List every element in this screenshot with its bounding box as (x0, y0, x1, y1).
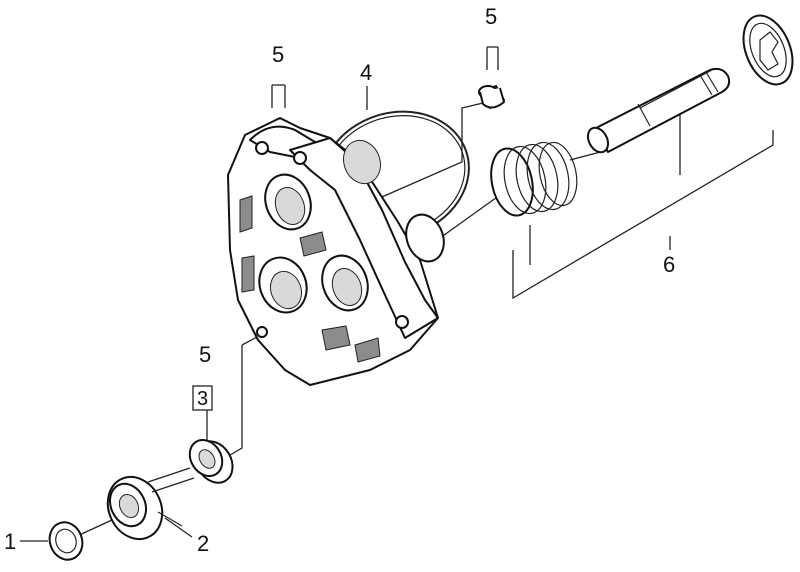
piston-rod (586, 67, 731, 154)
pump-housing (227, 117, 445, 386)
callout-part-5-housing: 5 (272, 42, 284, 67)
valve-holder (106, 467, 195, 541)
callout-part-5-nut: 5 (199, 342, 211, 367)
callout-part-6: 6 (663, 252, 675, 277)
retaining-washer (742, 14, 794, 86)
callout-part-1: 1 (4, 529, 16, 554)
callout-part-5-cap: 5 (485, 4, 497, 29)
spring (490, 141, 578, 217)
washer (48, 521, 84, 561)
cap (478, 85, 505, 109)
nut (188, 439, 234, 484)
callout-part-2: 2 (197, 531, 209, 556)
callout-part-3: 3 (197, 388, 208, 410)
callout-part-4: 4 (360, 60, 372, 85)
